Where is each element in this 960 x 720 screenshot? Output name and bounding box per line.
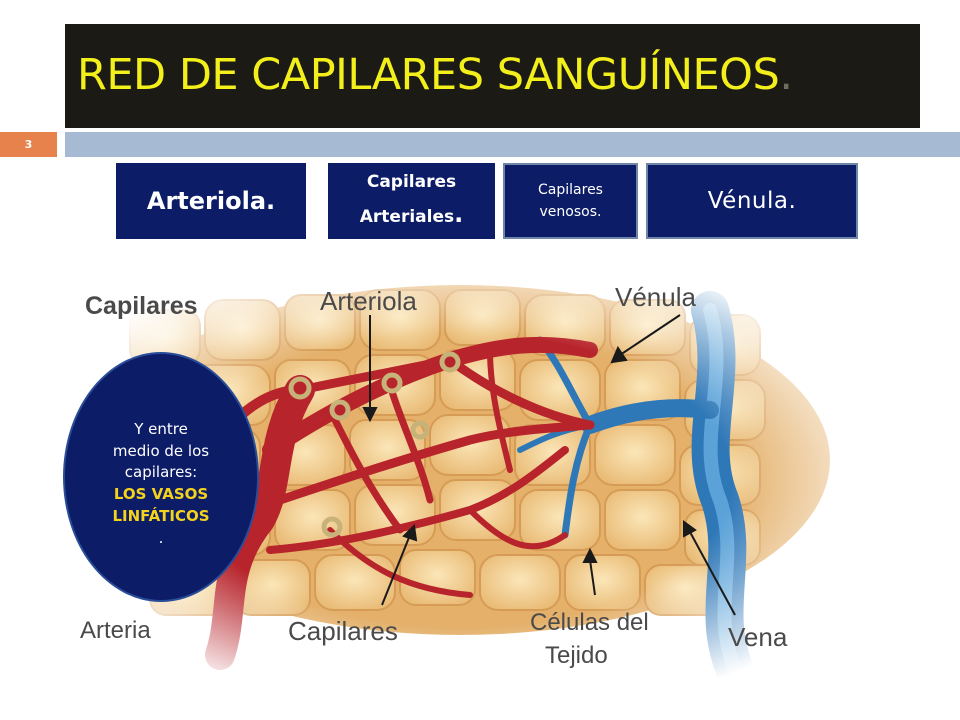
callout-end: .: [158, 528, 164, 547]
label-arteria: Arteria: [80, 617, 151, 644]
slide-title-text: RED DE CAPILARES SANGUÍNEOS: [77, 50, 780, 100]
capilares-venosos-box[interactable]: Capilares venosos.: [503, 163, 638, 239]
slide-number: 3: [0, 132, 57, 157]
slide-title-dot: .: [779, 50, 793, 100]
capilares-venosos-line2: venosos.: [539, 204, 602, 220]
lymphatic-callout: Y entre medio de los capilares: LOS VASO…: [63, 352, 259, 602]
arteriola-box[interactable]: Arteriola.: [116, 163, 306, 239]
venula-box-label: Vénula.: [707, 188, 797, 214]
capilares-arteriales-dot: .: [454, 199, 464, 228]
capilares-arteriales-line2: Arteriales: [359, 206, 455, 227]
label-venula: Vénula: [615, 282, 696, 312]
capilares-venosos-label: Capilares venosos.: [538, 179, 603, 224]
label-vena: Vena: [728, 622, 788, 652]
callout-highlight1: LOS VASOS: [113, 485, 209, 503]
callout-line1: Y entre: [134, 419, 188, 438]
callout-line3: capilares:: [124, 463, 198, 482]
label-celulas-line2: Tejido: [545, 642, 608, 669]
label-arteriola: Arteriola: [320, 286, 417, 316]
slide-title: RED DE CAPILARES SANGUÍNEOS.: [77, 50, 793, 100]
capillary-network-diagram: Capilares Arteriola Vénula Arteria Capil…: [70, 270, 850, 690]
arteriola-box-label: Arteriola.: [146, 187, 276, 215]
header-rule: [65, 132, 960, 157]
venula-box[interactable]: Vénula.: [646, 163, 858, 239]
diagram-title-capilares: Capilares: [85, 292, 198, 320]
callout-line2: medio de los: [112, 441, 210, 460]
capilares-arteriales-line1: Capilares: [366, 172, 457, 193]
callout-highlight2: LINFÁTICOS: [112, 506, 210, 525]
capilares-venosos-line1: Capilares: [538, 181, 603, 198]
title-bar: RED DE CAPILARES SANGUÍNEOS.: [65, 24, 920, 128]
label-celulas-line1: Células del: [530, 609, 649, 636]
label-capilares: Capilares: [288, 616, 398, 646]
